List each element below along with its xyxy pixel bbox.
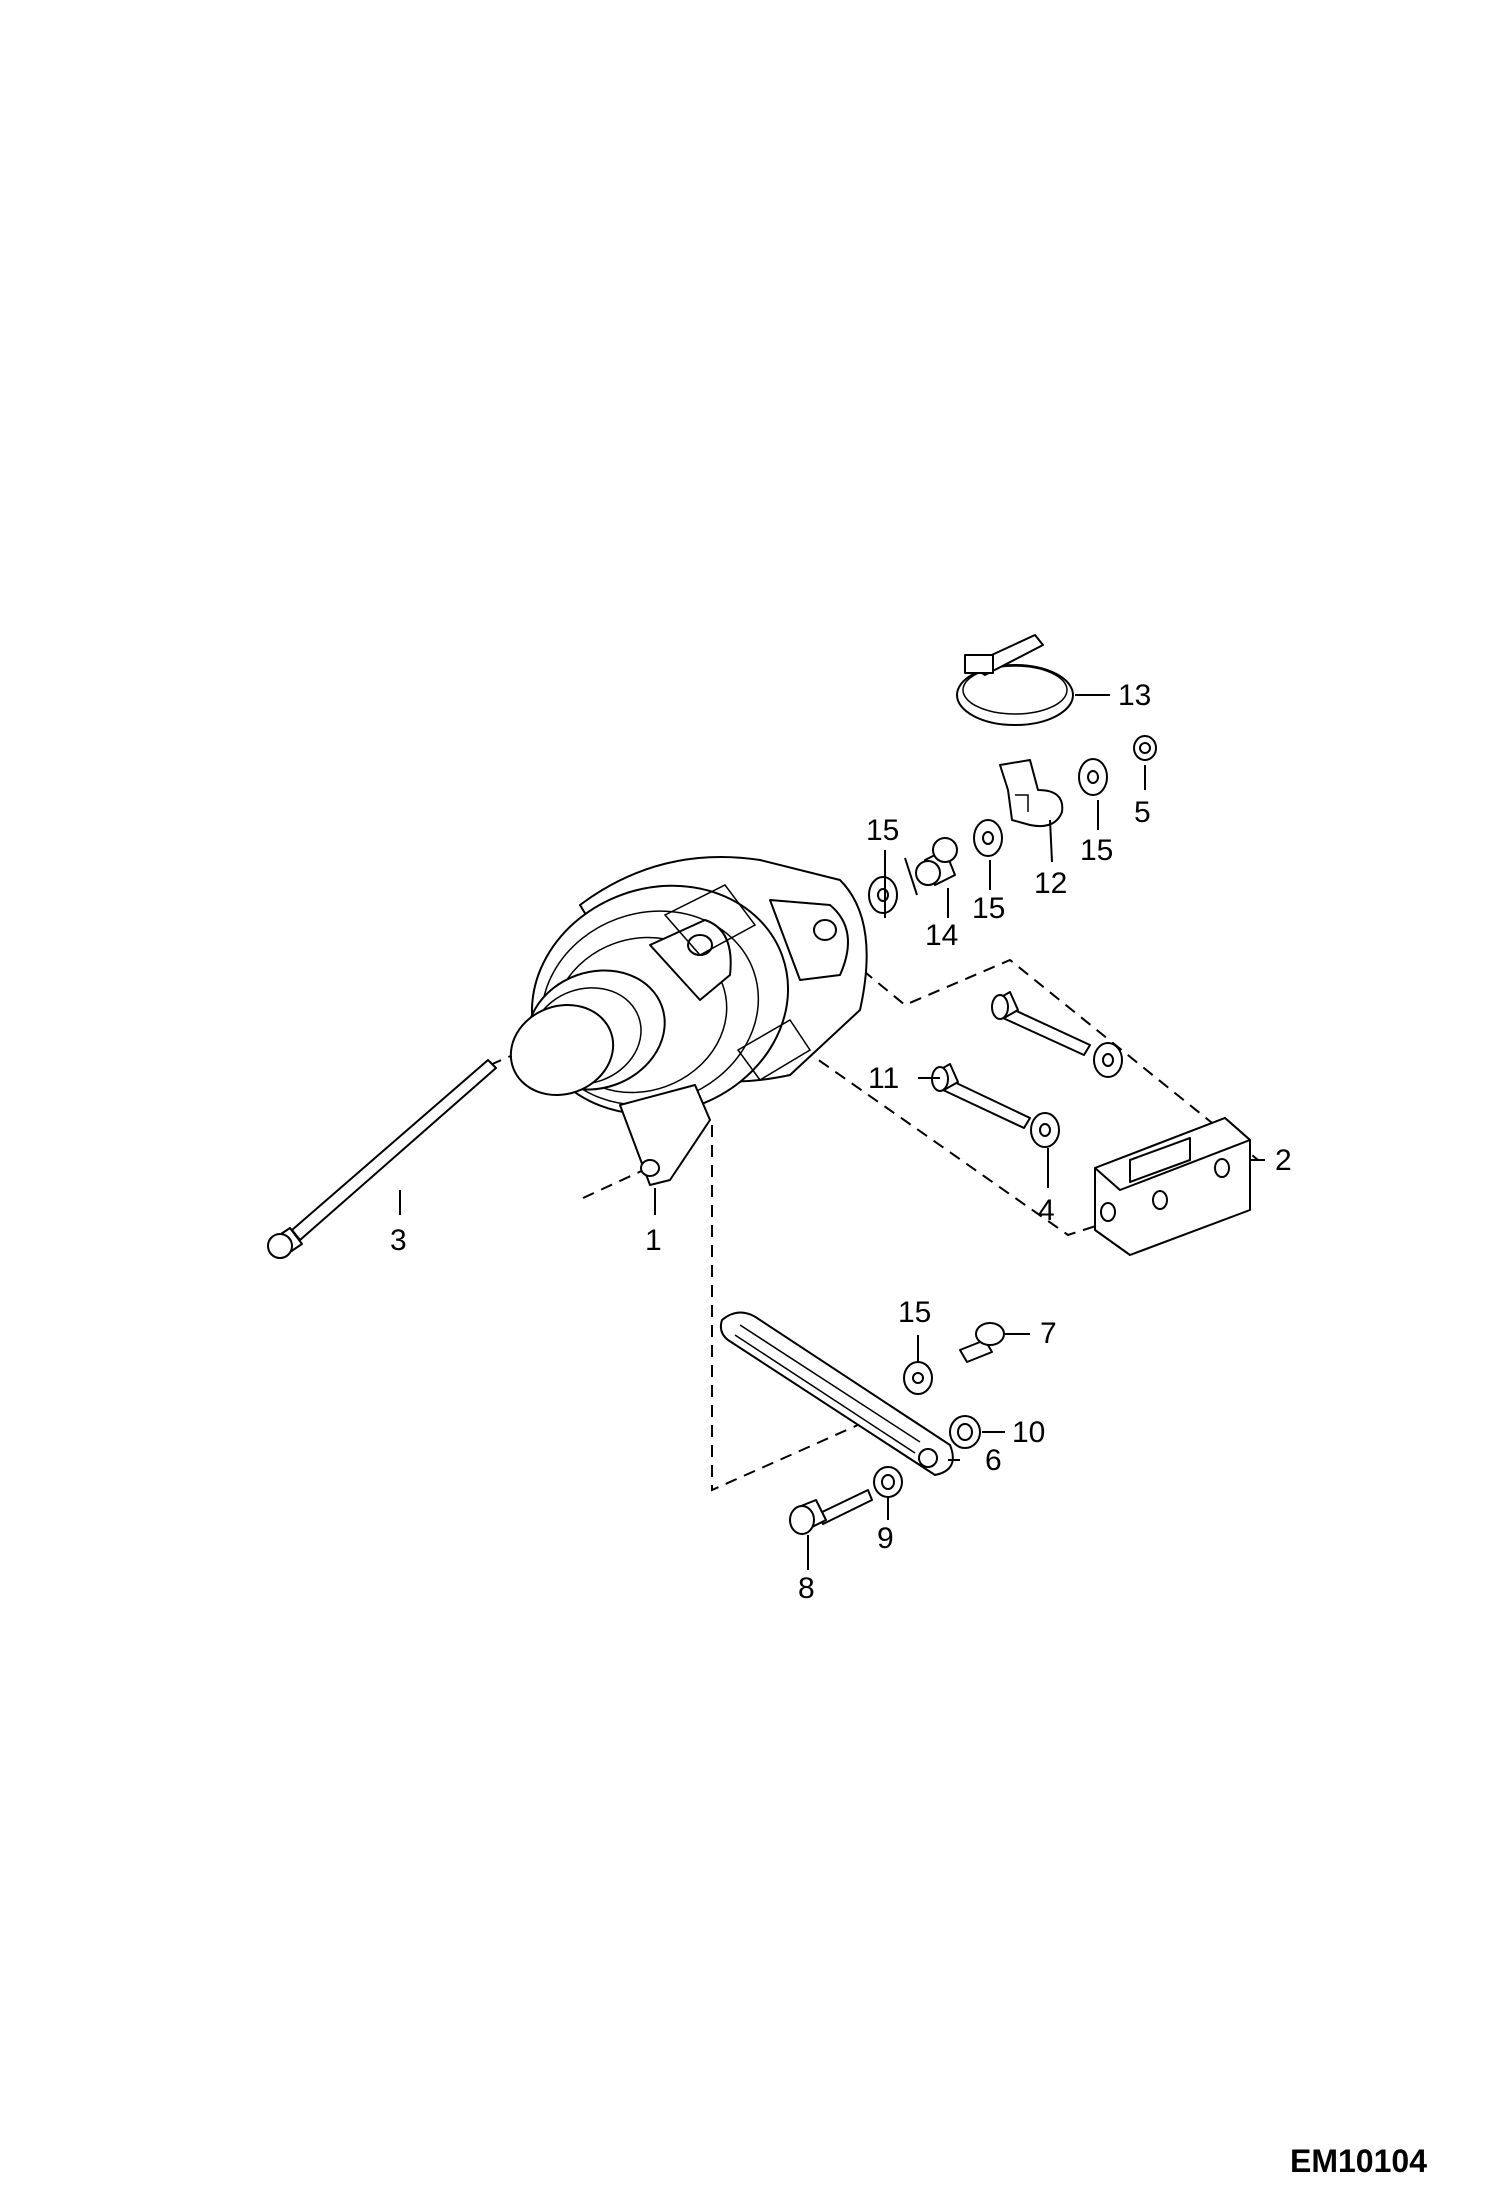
callout-15-left: 15 — [866, 814, 899, 847]
callout-3: 3 — [390, 1224, 407, 1257]
callout-13: 13 — [1118, 679, 1151, 712]
callout-9: 9 — [877, 1522, 894, 1555]
callout-7: 7 — [1040, 1317, 1057, 1350]
callout-6: 6 — [985, 1444, 1002, 1477]
callout-10: 10 — [1012, 1416, 1045, 1449]
alternator — [509, 856, 868, 1186]
callout-15-right: 15 — [1080, 834, 1113, 867]
strap-hardware — [789, 1322, 1005, 1535]
callout-15-strap: 15 — [898, 1296, 931, 1329]
small-hardware — [868, 735, 1157, 914]
terminal-clip — [999, 759, 1064, 828]
callout-4: 4 — [1038, 1194, 1055, 1227]
adjusting-strap — [719, 1311, 954, 1476]
callout-14: 14 — [925, 919, 958, 952]
leader-lines — [399, 694, 1265, 1570]
callout-5: 5 — [1134, 796, 1151, 829]
long-through-bolt — [267, 1059, 497, 1259]
drawing-code: EM10104 — [1290, 2143, 1427, 2179]
callout-8: 8 — [798, 1572, 815, 1605]
mounting-bracket — [1094, 1117, 1251, 1256]
callout-1: 1 — [645, 1224, 662, 1257]
callout-12: 12 — [1034, 867, 1067, 900]
callout-labels: 1 2 3 4 5 6 7 8 9 10 11 12 13 14 15 15 1… — [390, 679, 1292, 1605]
callout-15-middle: 15 — [972, 892, 1005, 925]
hose-clamp — [956, 634, 1074, 726]
callout-2: 2 — [1275, 1144, 1292, 1177]
mounting-bolts — [931, 991, 1123, 1148]
callout-11: 11 — [868, 1062, 899, 1095]
